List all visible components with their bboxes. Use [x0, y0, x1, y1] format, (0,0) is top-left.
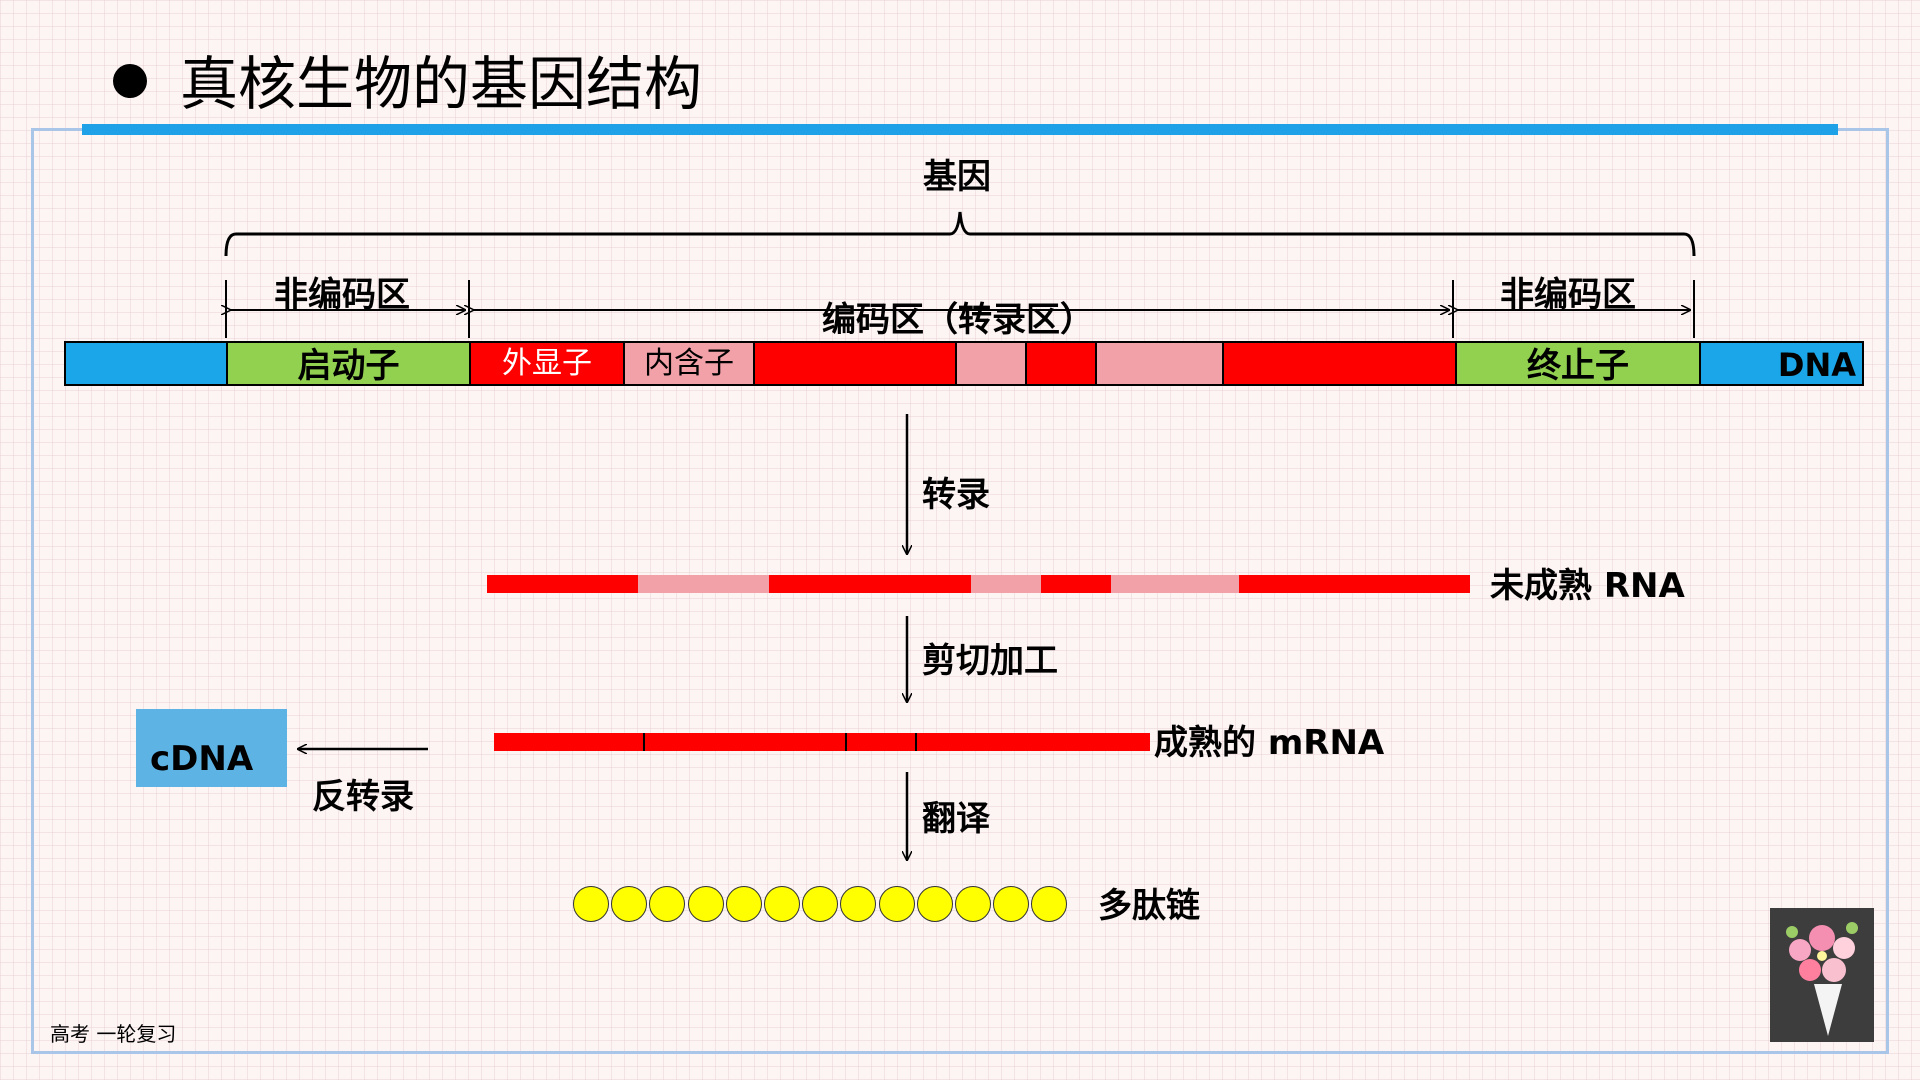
amino-acid-bead	[573, 886, 609, 922]
amino-acid-bead	[993, 886, 1030, 922]
dna-segment-exon	[1222, 341, 1457, 386]
dna-segment-terminator: 终止子	[1455, 341, 1701, 386]
dna-segment-label-dna: DNA	[1777, 346, 1856, 384]
amino-acid-bead	[687, 886, 724, 922]
dna-bar: 启动子 外显子 内含子 终止子 DNA	[64, 341, 1864, 386]
amino-acid-bead	[764, 886, 800, 922]
amino-acid-bead	[649, 886, 686, 922]
splicing-label: 剪切加工	[922, 641, 1058, 681]
dna-segment-label-promoter: 启动子	[297, 346, 400, 386]
rna-segment-intron	[638, 575, 769, 593]
rna-segment-intron	[1111, 575, 1239, 593]
dna-segment-intron	[955, 341, 1027, 386]
page-title: 真核生物的基因结构	[180, 50, 703, 118]
dna-segment-exon	[753, 341, 957, 386]
amino-acid-bead	[611, 886, 648, 922]
immature-rna-strand	[487, 575, 1470, 593]
dna-segment-promoter: 启动子	[226, 341, 471, 386]
polypeptide-chain	[573, 886, 1073, 924]
gene-brace	[224, 211, 1696, 257]
translation-label: 翻译	[922, 799, 990, 839]
amino-acid-bead	[916, 886, 953, 922]
title-underline	[82, 124, 1838, 135]
immature-rna-label: 未成熟 RNA	[1490, 566, 1685, 606]
reverse-transcription-label: 反转录	[312, 777, 414, 817]
cdna-label: cDNA	[150, 739, 254, 779]
coding-region-label: 编码区（转录区）	[822, 300, 1094, 340]
noncoding-right-label: 非编码区	[1500, 275, 1636, 315]
dna-segment-flank	[64, 341, 228, 386]
amino-acid-bead	[840, 886, 877, 922]
polypeptide-label: 多肽链	[1098, 886, 1200, 926]
footer-text: 高考 一轮复习	[50, 1022, 177, 1046]
noncoding-left-label: 非编码区	[274, 275, 410, 315]
cdna-box	[136, 709, 287, 787]
mrna-exon	[917, 733, 1150, 751]
amino-acid-bead	[955, 886, 991, 922]
transcription-label: 转录	[922, 475, 990, 515]
dna-segment-intron: 内含子	[623, 341, 755, 386]
dna-segment-label-exon: 外显子	[502, 346, 592, 381]
dna-segment-exon	[1025, 341, 1097, 386]
rna-segment-exon	[1041, 575, 1111, 593]
rna-segment-exon	[487, 575, 638, 593]
rna-segment-intron	[971, 575, 1041, 593]
dna-segment-exon: 外显子	[469, 341, 625, 386]
mrna-exon	[847, 733, 917, 751]
flower-bouquet-image	[1770, 908, 1874, 1042]
dna-segment-intron	[1095, 341, 1224, 386]
amino-acid-bead	[725, 886, 762, 922]
mature-mrna-label: 成熟的 mRNA	[1154, 723, 1385, 763]
dna-segment-label-intron: 内含子	[644, 346, 734, 381]
dna-segment-flank: DNA	[1699, 341, 1864, 386]
mature-mrna-strand	[494, 733, 1150, 751]
dna-segment-label-terminator: 终止子	[1527, 346, 1629, 386]
rna-segment-exon	[769, 575, 971, 593]
amino-acid-bead	[878, 886, 915, 922]
rna-segment-exon	[1239, 575, 1470, 593]
mrna-exon	[645, 733, 847, 751]
gene-label: 基因	[923, 157, 991, 197]
title-bullet	[113, 64, 147, 98]
amino-acid-bead	[1031, 886, 1068, 922]
mrna-exon	[494, 733, 645, 751]
amino-acid-bead	[802, 886, 839, 922]
